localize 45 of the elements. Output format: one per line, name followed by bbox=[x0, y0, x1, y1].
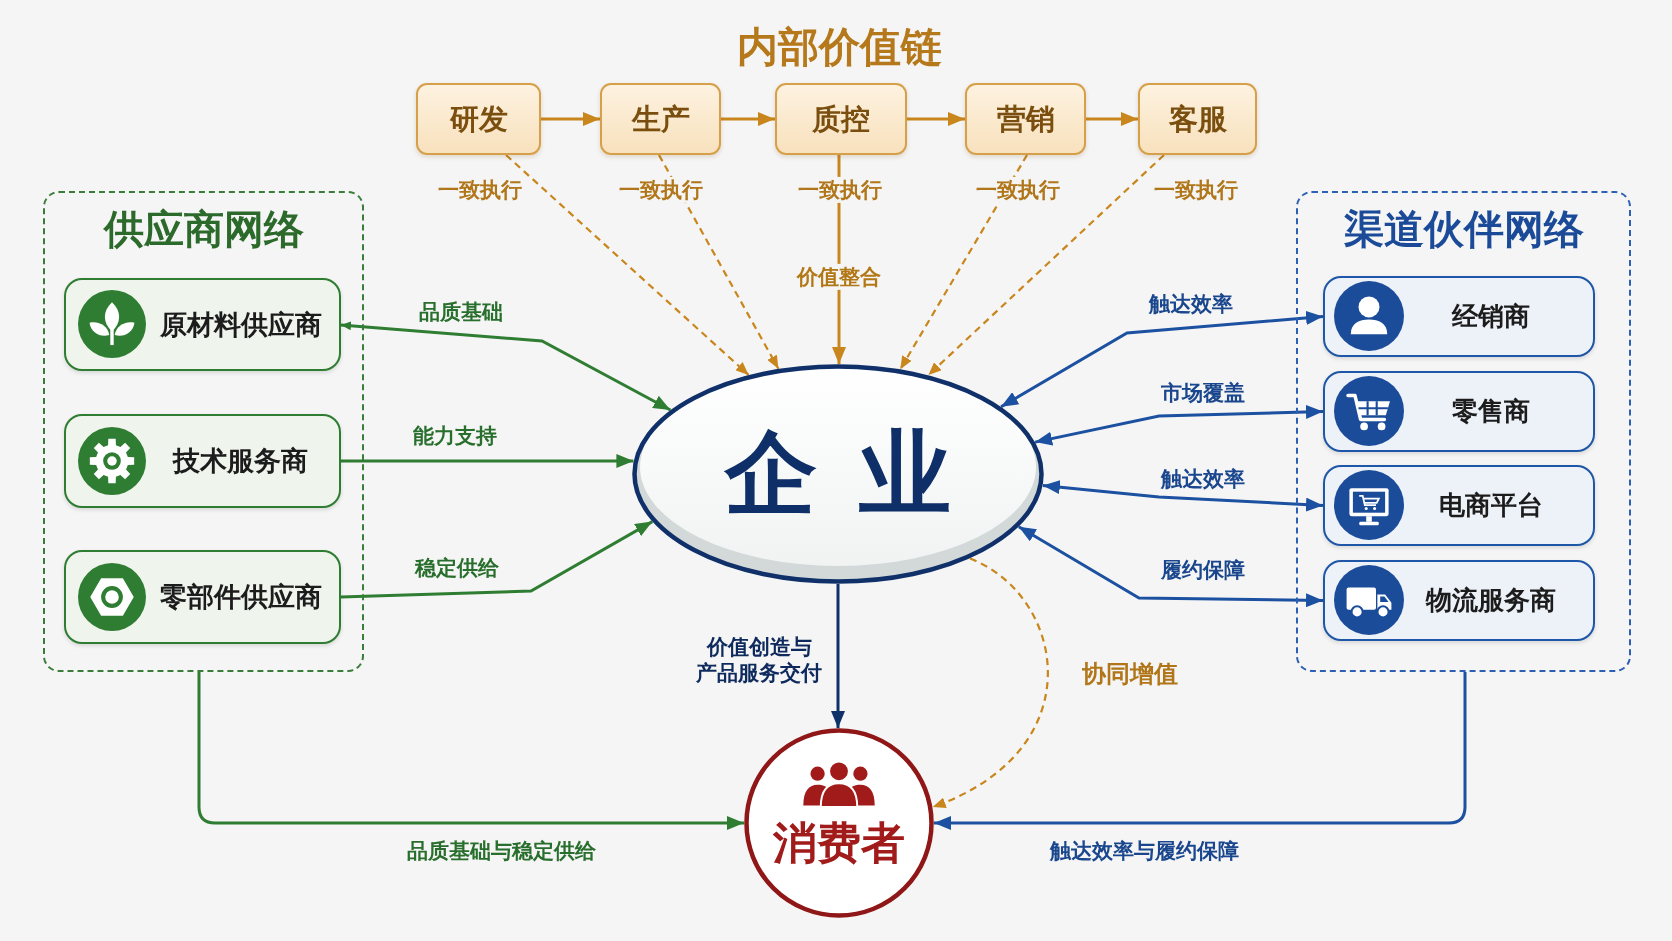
node-label: 物流服务商 bbox=[1425, 584, 1556, 617]
arrow bbox=[721, 112, 775, 126]
dashed-arrow bbox=[899, 154, 1028, 370]
rounded-box bbox=[1323, 560, 1595, 641]
node-label: 原材料供应商 bbox=[159, 308, 322, 341]
double-headed-arrow bbox=[1000, 310, 1324, 409]
double-headed-arrow bbox=[1042, 479, 1324, 512]
ellipse-node: 企业 bbox=[632, 364, 1044, 584]
process-box: 研发 bbox=[416, 83, 541, 155]
dashed-group-box bbox=[1296, 191, 1631, 672]
rounded-box bbox=[64, 414, 341, 508]
group-heading: 供应商网络 bbox=[103, 205, 304, 253]
node-label: 经销商 bbox=[1451, 300, 1530, 333]
dashed-arrow bbox=[658, 154, 780, 370]
rounded-box bbox=[64, 550, 341, 644]
rounded-box bbox=[1323, 371, 1595, 452]
double-headed-arrow bbox=[1018, 525, 1324, 608]
arrow bbox=[197, 672, 744, 830]
dashed-arrow bbox=[932, 557, 1049, 809]
node-label: 消费者 bbox=[773, 816, 905, 870]
arrow bbox=[831, 584, 845, 728]
rounded-box bbox=[1323, 465, 1595, 546]
arrow bbox=[340, 520, 654, 599]
double-headed-arrow bbox=[340, 321, 672, 412]
arrow bbox=[541, 112, 600, 126]
double-headed-arrow bbox=[1034, 404, 1324, 447]
node-label: 零售商 bbox=[1451, 395, 1530, 428]
node-label: 电商平台 bbox=[1438, 489, 1543, 522]
node-label: 零部件供应商 bbox=[159, 580, 322, 614]
process-box: 客服 bbox=[1138, 83, 1257, 155]
arrow bbox=[1086, 112, 1138, 126]
group-heading: 渠道伙伴网络 bbox=[1343, 205, 1584, 253]
process-box: 营销 bbox=[965, 83, 1086, 155]
node-label: 技术服务商 bbox=[173, 444, 308, 478]
circle-node bbox=[744, 728, 934, 918]
arrow bbox=[907, 112, 965, 126]
dashed-group-box bbox=[43, 191, 364, 672]
dashed-arrow bbox=[927, 154, 1165, 376]
process-box: 质控 bbox=[775, 83, 907, 155]
rounded-box bbox=[1323, 276, 1595, 357]
rounded-box bbox=[64, 278, 341, 371]
dashed-arrow bbox=[505, 154, 750, 376]
arrow bbox=[934, 672, 1467, 830]
arrow bbox=[341, 454, 634, 468]
process-box: 生产 bbox=[600, 83, 721, 155]
